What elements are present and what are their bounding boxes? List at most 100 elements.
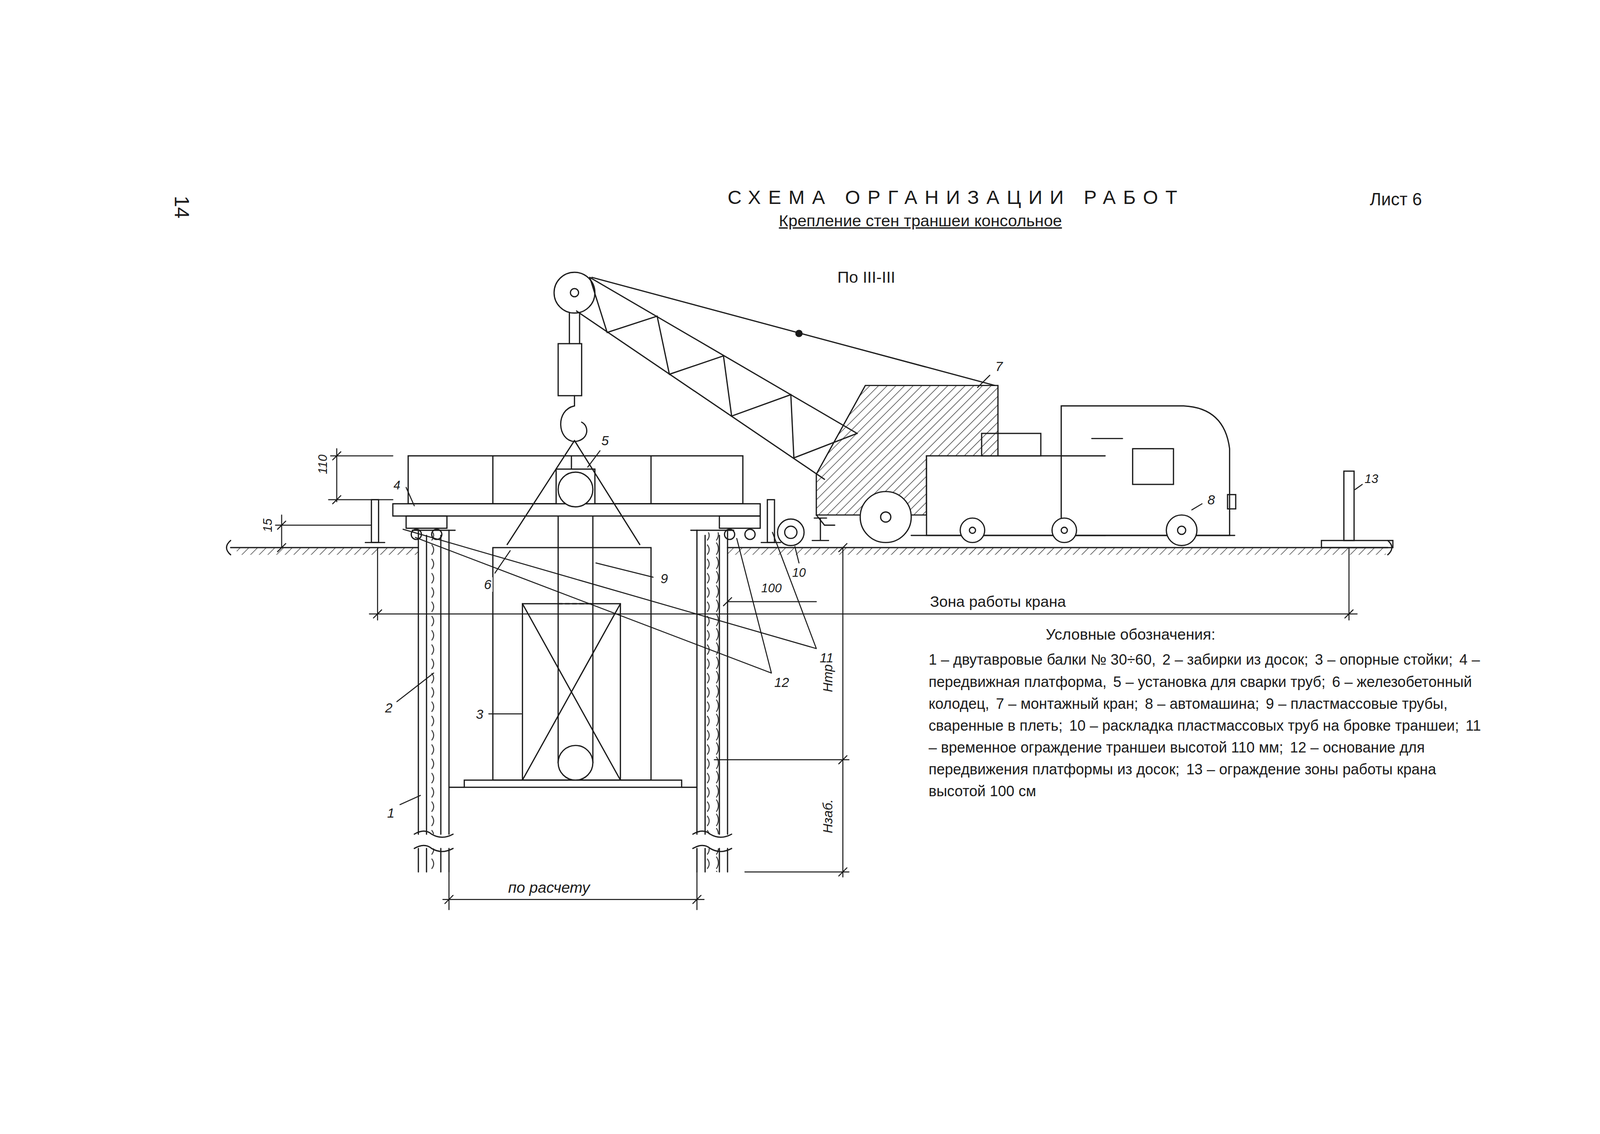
soldier-pile-wall bbox=[705, 532, 720, 835]
crane-boom bbox=[795, 330, 802, 337]
truck bbox=[1227, 494, 1236, 509]
ground-line bbox=[226, 540, 1392, 555]
support-frame bbox=[522, 603, 621, 781]
callout-label: 8 bbox=[1206, 492, 1217, 508]
leader-line bbox=[415, 537, 772, 674]
truck bbox=[1061, 455, 1106, 457]
soldier-pile-wall bbox=[697, 530, 728, 835]
legend-item: 10 – раскладка пластмассовых труб на бро… bbox=[1069, 717, 1459, 734]
leader-line bbox=[587, 450, 601, 468]
ground-line bbox=[236, 547, 419, 556]
soldier-pile-wall bbox=[414, 831, 454, 852]
leader-line bbox=[400, 795, 421, 805]
dimension-line bbox=[723, 597, 817, 607]
drawing-label: Лист 6 bbox=[1368, 190, 1424, 210]
callout-label: 100 bbox=[759, 581, 784, 596]
ground-line bbox=[226, 540, 1392, 555]
mobile-platform bbox=[744, 529, 755, 540]
pipe-coil bbox=[784, 526, 797, 539]
legend-text: 1 – двутавровые балки № 30÷60,2 – забирк… bbox=[928, 648, 1488, 803]
callout-label: 1 bbox=[385, 805, 396, 821]
soldier-pile-wall bbox=[690, 530, 734, 872]
legend-item: 5 – установка для сварки труб; bbox=[1113, 673, 1326, 691]
trench-fence bbox=[371, 499, 379, 543]
callout-label: по расчету bbox=[506, 879, 592, 897]
concrete-well bbox=[448, 786, 698, 789]
callout-label: 4 bbox=[392, 478, 402, 493]
dimension-line bbox=[273, 448, 1358, 911]
crane-zone-fence bbox=[1343, 471, 1354, 541]
welding-unit bbox=[555, 468, 595, 507]
sheet-title: СХЕМА ОРГАНИЗАЦИИ РАБОТ bbox=[726, 186, 1187, 208]
legend-item: 7 – монтажный кран; bbox=[995, 695, 1139, 713]
pipe-string bbox=[558, 472, 593, 781]
crane-hook bbox=[554, 272, 596, 314]
mobile-platform bbox=[724, 529, 735, 540]
pipe-string bbox=[558, 745, 593, 781]
soldier-pile-wall bbox=[418, 530, 449, 835]
drawing-label: 14 bbox=[170, 194, 193, 220]
dimension-line bbox=[714, 543, 850, 878]
leader-line bbox=[488, 713, 522, 715]
truck bbox=[1052, 518, 1077, 543]
leader-line bbox=[397, 672, 434, 702]
soldier-pile-wall bbox=[412, 530, 455, 872]
pipe-coil bbox=[777, 519, 805, 546]
callout-label: 7 bbox=[993, 359, 1004, 374]
leader-line bbox=[406, 487, 415, 506]
crane-hook bbox=[507, 272, 640, 545]
soldier-pile-wall bbox=[705, 848, 720, 873]
legend-item: 8 – автомашина; bbox=[1144, 695, 1259, 713]
leader-line bbox=[596, 563, 654, 578]
legend-item: 3 – опорные стойки; bbox=[1314, 651, 1453, 668]
callout-label: 110 bbox=[316, 453, 331, 476]
leader-line bbox=[494, 550, 511, 574]
leader-line bbox=[402, 529, 817, 649]
dimension-line bbox=[328, 448, 393, 505]
ground-line bbox=[727, 547, 1386, 556]
crane-hook bbox=[560, 395, 587, 442]
callout-label: 9 bbox=[659, 571, 670, 586]
crane-hook bbox=[507, 440, 640, 545]
callout-label: 13 bbox=[1363, 473, 1380, 487]
crane-zone-fence bbox=[1321, 471, 1393, 548]
callout-label: 3 bbox=[474, 707, 485, 722]
concrete-well bbox=[448, 547, 698, 788]
pipe-string bbox=[558, 489, 593, 763]
mobile-platform bbox=[719, 515, 761, 529]
concrete-well bbox=[492, 547, 651, 781]
drawing-label: По III-III bbox=[835, 268, 897, 287]
truck bbox=[969, 527, 976, 534]
crane-cab bbox=[816, 514, 835, 525]
crane-hook bbox=[570, 288, 579, 297]
crane-hook bbox=[569, 313, 580, 344]
soldier-pile-wall bbox=[692, 831, 732, 852]
trench-drawing bbox=[226, 272, 1394, 910]
mobile-platform bbox=[406, 515, 448, 529]
leader-line bbox=[794, 546, 800, 564]
callout-label: 2 bbox=[383, 700, 394, 716]
support-frame bbox=[522, 603, 621, 781]
truck bbox=[1177, 526, 1186, 535]
soldier-pile-wall bbox=[426, 532, 441, 835]
truck bbox=[1091, 438, 1123, 440]
truck bbox=[1166, 514, 1198, 546]
legend-item: 2 – забирки из досок; bbox=[1162, 651, 1309, 668]
crane-cab bbox=[880, 512, 891, 523]
pipe-string bbox=[558, 472, 593, 507]
truck bbox=[1132, 448, 1174, 485]
callout-label: Нтр bbox=[820, 663, 835, 694]
callout-label: 5 bbox=[600, 433, 611, 449]
crane-boom bbox=[591, 277, 995, 386]
callout-label: 6 bbox=[482, 577, 493, 592]
leader-line bbox=[1355, 484, 1363, 490]
truck bbox=[960, 518, 985, 543]
concrete-well bbox=[464, 780, 682, 788]
support-frame bbox=[522, 603, 621, 781]
crane-cab bbox=[860, 491, 912, 543]
drawing-label: Условные обозначения: bbox=[1044, 626, 1217, 643]
callout-label: 15 bbox=[261, 517, 276, 534]
dimension-line bbox=[369, 547, 1357, 621]
callout-label: 10 bbox=[790, 566, 808, 581]
crane-hook bbox=[558, 343, 582, 396]
